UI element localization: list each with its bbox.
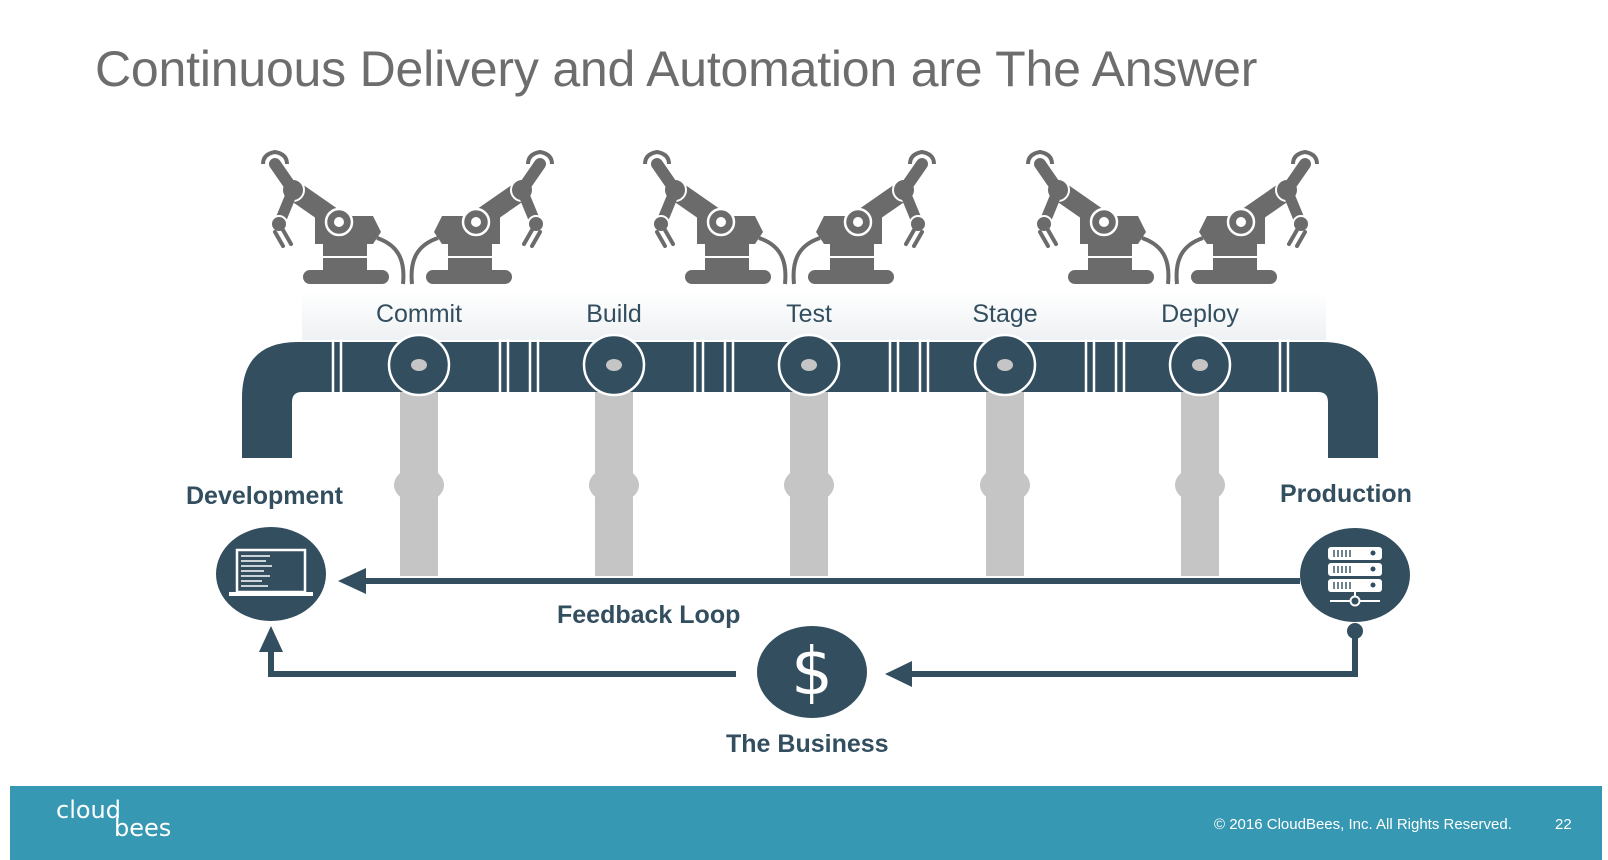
- development-label: Development: [186, 482, 343, 510]
- cloudbees-logo: cloud bees: [56, 796, 196, 852]
- business-label: The Business: [726, 730, 889, 758]
- robot-arm-icon: [1177, 152, 1317, 284]
- robot-arms: [263, 152, 1317, 284]
- page-number: 22: [1555, 816, 1572, 833]
- server-icon: [1328, 547, 1382, 607]
- pipe-supports: [394, 388, 1225, 576]
- business-loop-arrows: [259, 623, 1363, 687]
- production-label: Production: [1280, 480, 1412, 508]
- robot-arm-icon: [645, 152, 785, 284]
- slide-title: Continuous Delivery and Automation are T…: [95, 41, 1258, 97]
- logo-text-bees: bees: [114, 814, 172, 842]
- production-node: [1300, 528, 1410, 622]
- robot-arm-icon: [412, 152, 552, 284]
- cd-pipeline-diagram: $ Commit Build Test Stage Deploy Develop…: [186, 0, 1412, 758]
- stage-label-deploy: Deploy: [1161, 300, 1239, 328]
- robot-arm-icon: [794, 152, 934, 284]
- stage-label-stage: Stage: [972, 300, 1038, 328]
- laptop-icon: [229, 548, 313, 596]
- copyright-text: © 2016 CloudBees, Inc. All Rights Reserv…: [1214, 816, 1512, 833]
- dollar-icon: $: [791, 633, 833, 710]
- business-node: [757, 626, 867, 718]
- footer-bar: cloud bees © 2016 CloudBees, Inc. All Ri…: [10, 786, 1602, 860]
- robot-arm-icon: [1028, 152, 1168, 284]
- feedback-loop-arrow: [338, 568, 1300, 594]
- feedback-loop-label: Feedback Loop: [557, 601, 741, 629]
- development-node: [216, 527, 326, 621]
- robot-arm-icon: [263, 152, 403, 284]
- stage-label-commit: Commit: [375, 300, 463, 328]
- logo-text-cloud: cloud: [56, 796, 121, 824]
- stage-label-build: Build: [586, 300, 642, 328]
- stage-label-test: Test: [786, 300, 832, 328]
- pipeline-pipe: [242, 333, 1378, 458]
